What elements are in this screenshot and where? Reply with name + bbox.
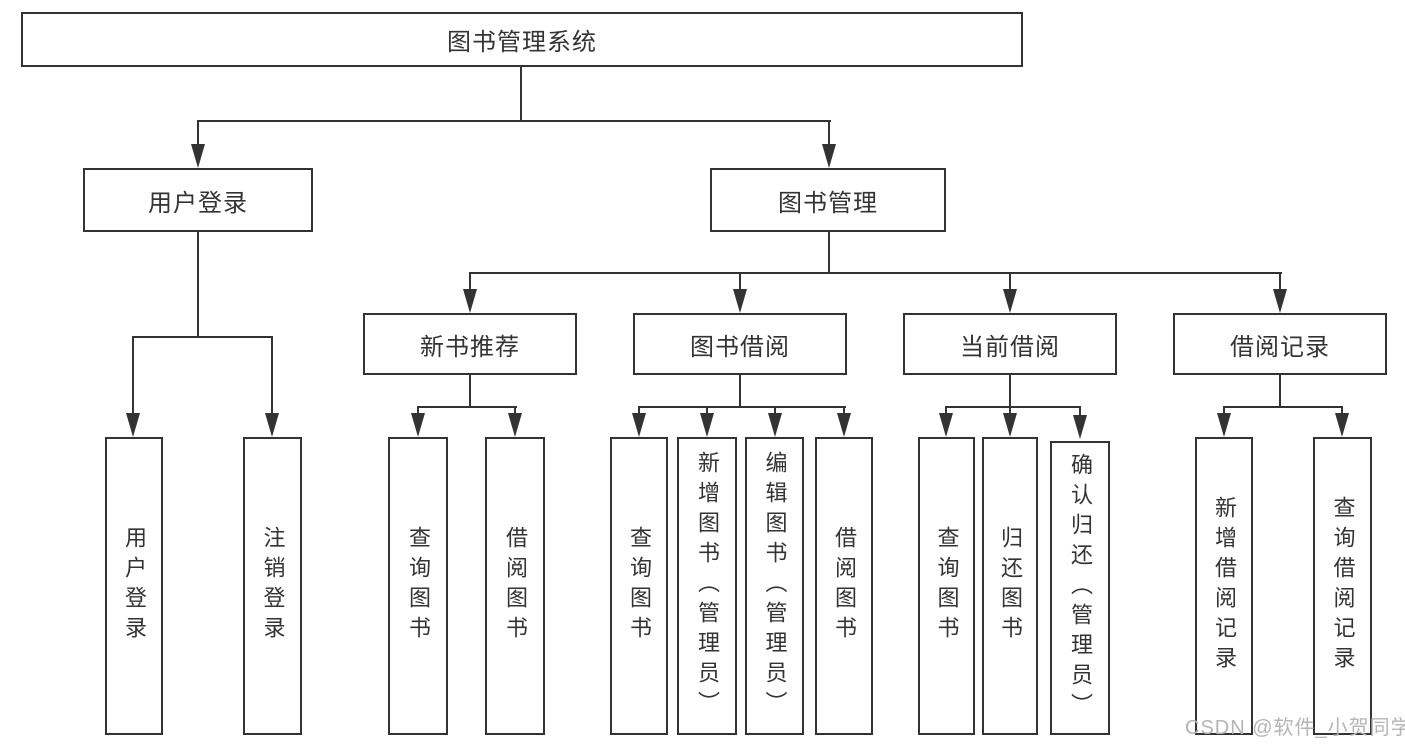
leaf-logout: 注销登录 [243, 437, 302, 735]
connector-line [417, 406, 517, 408]
leaf-logout-label: 注销登录 [260, 526, 286, 646]
node-user-login-label: 用户登录 [148, 189, 248, 217]
arrow-down-icon [463, 289, 477, 313]
leaf-query-books-recommend: 查询图书 [388, 437, 448, 735]
connector-line [638, 406, 846, 408]
leaf-add-borrow-record-label: 新增借阅记录 [1212, 496, 1237, 676]
leaf-edit-book-admin: 编辑图书（管理员） [745, 437, 804, 735]
node-book-management-label: 图书管理 [778, 189, 878, 217]
leaf-borrow-books-recommend-label: 借阅图书 [503, 526, 528, 646]
arrow-down-icon [1073, 415, 1087, 439]
arrow-down-icon [126, 413, 140, 437]
leaf-add-book-admin-label: 新增图书（管理员） [695, 451, 720, 721]
leaf-query-books-borrowing: 查询图书 [610, 437, 668, 735]
connector-line [945, 406, 1081, 408]
connector-line [1009, 272, 1011, 292]
node-borrowing-records: 借阅记录 [1173, 313, 1387, 375]
arrow-down-icon [939, 413, 953, 437]
node-library-system: 图书管理系统 [21, 12, 1023, 67]
connector-line [1341, 406, 1343, 416]
arrow-down-icon [508, 413, 522, 437]
connector-line [1079, 406, 1081, 416]
connector-line [197, 232, 199, 338]
arrow-down-icon [1273, 289, 1287, 313]
connector-line [197, 120, 831, 122]
node-new-book-recommend: 新书推荐 [363, 313, 577, 375]
connector-line [271, 336, 273, 416]
leaf-add-borrow-record: 新增借阅记录 [1195, 437, 1253, 735]
connector-line [945, 406, 947, 416]
arrow-down-icon [265, 413, 279, 437]
connector-line [469, 272, 471, 292]
leaf-confirm-return-admin-label: 确认归还（管理员） [1068, 453, 1093, 723]
connector-line [1223, 406, 1343, 408]
arrow-down-icon [1217, 413, 1231, 437]
arrow-down-icon [768, 413, 782, 437]
connector-line [828, 120, 830, 150]
connector-line [132, 336, 134, 416]
connector-line [1279, 375, 1281, 408]
leaf-return-book-label: 归还图书 [998, 526, 1023, 646]
connector-line [1223, 406, 1225, 416]
arrow-down-icon [700, 413, 714, 437]
node-current-borrowing: 当前借阅 [903, 313, 1117, 375]
connector-line [739, 272, 741, 292]
connector-line [197, 120, 199, 150]
leaf-query-books-current: 查询图书 [918, 437, 975, 735]
connector-line [828, 232, 830, 274]
connector-line [514, 406, 516, 416]
arrow-down-icon [632, 413, 646, 437]
leaf-user-login-label: 用户登录 [122, 526, 147, 646]
arrow-down-icon [822, 144, 836, 168]
connector-line [520, 67, 522, 122]
arrow-down-icon [1003, 289, 1017, 313]
leaf-borrow-books-borrowing-label: 借阅图书 [832, 526, 857, 646]
node-book-borrowing-label: 图书借阅 [690, 333, 790, 361]
connector-line [843, 406, 845, 416]
leaf-confirm-return-admin: 确认归还（管理员） [1050, 441, 1110, 735]
arrow-down-icon [837, 413, 851, 437]
leaf-borrow-books-borrowing: 借阅图书 [815, 437, 873, 735]
node-current-borrowing-label: 当前借阅 [960, 333, 1060, 361]
node-new-book-recommend-label: 新书推荐 [420, 333, 520, 361]
node-book-borrowing: 图书借阅 [633, 313, 847, 375]
connector-line [469, 375, 471, 408]
arrow-down-icon [1003, 413, 1017, 437]
node-user-login: 用户登录 [83, 168, 313, 232]
connector-line [1009, 406, 1011, 416]
csdn-watermark: CSDN @软件_小贺同学 [1185, 717, 1405, 739]
connector-line [638, 406, 640, 416]
leaf-query-borrow-record: 查询借阅记录 [1313, 437, 1372, 735]
leaf-query-books-current-label: 查询图书 [934, 526, 960, 646]
leaf-query-borrow-record-label: 查询借阅记录 [1330, 496, 1356, 676]
node-library-system-label: 图书管理系统 [447, 29, 597, 56]
connector-line [1009, 375, 1011, 408]
connector-line [1279, 272, 1281, 292]
node-borrowing-records-label: 借阅记录 [1230, 333, 1330, 361]
connector-line [774, 406, 776, 416]
connector-line [132, 336, 273, 338]
connector-line [706, 406, 708, 416]
leaf-return-book: 归还图书 [982, 437, 1038, 735]
arrow-down-icon [411, 413, 425, 437]
arrow-down-icon [733, 289, 747, 313]
connector-line [417, 406, 419, 416]
node-book-management: 图书管理 [710, 168, 946, 232]
leaf-query-books-recommend-label: 查询图书 [406, 526, 431, 646]
connector-line [469, 272, 1282, 274]
leaf-borrow-books-recommend: 借阅图书 [485, 437, 545, 735]
arrow-down-icon [1335, 413, 1349, 437]
leaf-add-book-admin: 新增图书（管理员） [677, 437, 737, 735]
leaf-edit-book-admin-label: 编辑图书（管理员） [762, 451, 788, 721]
leaf-query-books-borrowing-label: 查询图书 [627, 526, 652, 646]
leaf-user-login: 用户登录 [105, 437, 163, 735]
arrow-down-icon [191, 144, 205, 168]
connector-line [739, 375, 741, 408]
